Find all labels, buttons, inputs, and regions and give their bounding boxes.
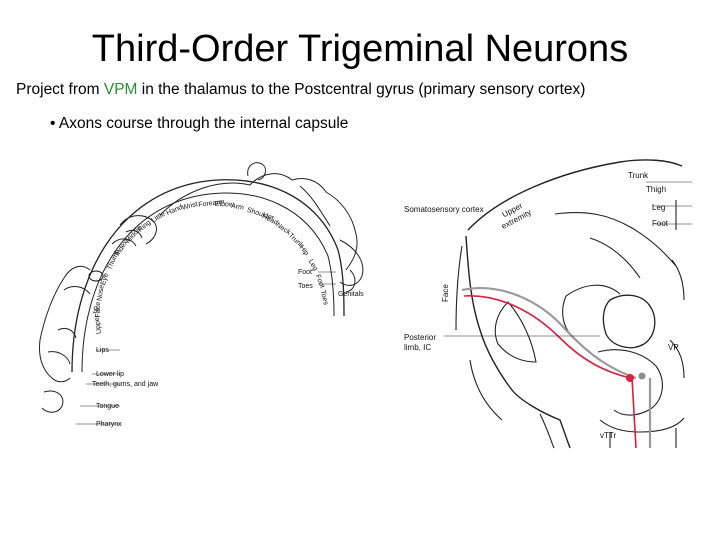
label-limb-ic: limb, IC [404, 343, 431, 352]
bullet-mark: • [50, 115, 56, 132]
section-leader-lines [444, 181, 692, 337]
side-label-pharynx: Pharynx [96, 421, 122, 428]
arc-label-shoulder: Shoulder [246, 207, 275, 223]
right-hemisphere-edge [669, 200, 685, 379]
label-thigh: Thigh [646, 185, 666, 194]
homunculus-face-sketch [39, 265, 91, 383]
label-cortex-line: Somatosensory cortex [404, 205, 484, 214]
subtitle-text-end: in the thalamus to the Postcentral gyrus… [137, 81, 586, 98]
label-vttr: vTTr [600, 431, 616, 440]
coronal-section-diagram [444, 159, 692, 449]
side-label-tongue: Tongue [96, 403, 119, 410]
vpl-nucleus-dot [638, 372, 646, 380]
third-order-pathway [463, 295, 631, 379]
label-foot: Foot [652, 219, 669, 228]
arc-label-nose: Nose [96, 284, 105, 301]
arc-label-toes: Toes [319, 290, 329, 307]
side-label-foot: Foot [298, 269, 312, 276]
subtitle-text-start: Project from [16, 81, 104, 98]
arc-label-thumb: Thumb [106, 248, 122, 271]
label-somatosensory: Somatosensory cortex [404, 205, 484, 214]
section-labels: Trunk Thigh Leg Foot Somatosensory corte… [404, 171, 679, 440]
homunculus-torso-sketch [159, 173, 358, 271]
thalamus-outline [597, 349, 663, 416]
label-posterior: Posterior [404, 333, 436, 342]
cortex-fold [554, 212, 677, 279]
arc-label-little: Little [150, 211, 166, 225]
arc-label-wrist: Wrist [181, 201, 198, 212]
lower-fold [469, 359, 555, 449]
brainstem-outline [599, 417, 685, 448]
bullet-point: • Axons course through the internal caps… [50, 114, 348, 134]
homunculus-head-sketch [247, 162, 266, 181]
side-label-lower-lip: Lower lip [96, 371, 124, 378]
arc-label-forearm: Forearm [198, 199, 225, 209]
caudate-outline [562, 284, 621, 337]
arc-label-upper-lip: Upper lip [92, 305, 103, 334]
vpm-highlight: VPM [103, 81, 138, 98]
side-label-lips: Lips [96, 347, 109, 354]
putamen-outline [494, 301, 537, 363]
bullet-text: Axons course through the internal capsul… [58, 115, 349, 132]
homunculus-leader-lines [76, 271, 336, 425]
second-order-pathway [631, 377, 637, 449]
label-face: Face [441, 284, 450, 302]
label-vp: VP [668, 343, 679, 352]
ventricle-outline [602, 294, 656, 349]
slide-title: Third-Order Trigeminal Neurons [91, 28, 629, 70]
vpm-nucleus-dot [626, 374, 634, 382]
homunculus-hand-sketch [111, 215, 157, 247]
side-label-toes: Toes [298, 283, 313, 290]
arc-label-elbow: Elbow [215, 201, 235, 208]
homunculus-leg-sketch [339, 239, 364, 293]
side-label-genitals: Genitals [338, 291, 364, 298]
label-trunk: Trunk [628, 171, 649, 180]
slide-subtitle: Project from VPM in the thalamus to the … [16, 80, 585, 100]
side-label-teeth-gums-and-jaw: Teeth, gums, and jaw [92, 381, 159, 388]
cortex-outline [467, 159, 683, 231]
homunculus-diagram [39, 162, 364, 425]
internal-capsule-tract [461, 287, 637, 380]
cortex-arc-inner [81, 192, 335, 373]
cortex-outline-inner [465, 235, 571, 449]
arc-label-face: Face [95, 302, 102, 318]
label-leg: Leg [652, 203, 665, 212]
arc-label-foot: Foot [314, 274, 326, 290]
sulcus-line [455, 245, 463, 331]
cortex-arc-outer [71, 179, 345, 373]
arc-label-arm: Arm [231, 203, 245, 212]
homunculus-eye-sketch [88, 270, 104, 282]
homunculus-tongue-sketch [41, 390, 64, 413]
arc-label-eye: Eye [100, 272, 110, 286]
